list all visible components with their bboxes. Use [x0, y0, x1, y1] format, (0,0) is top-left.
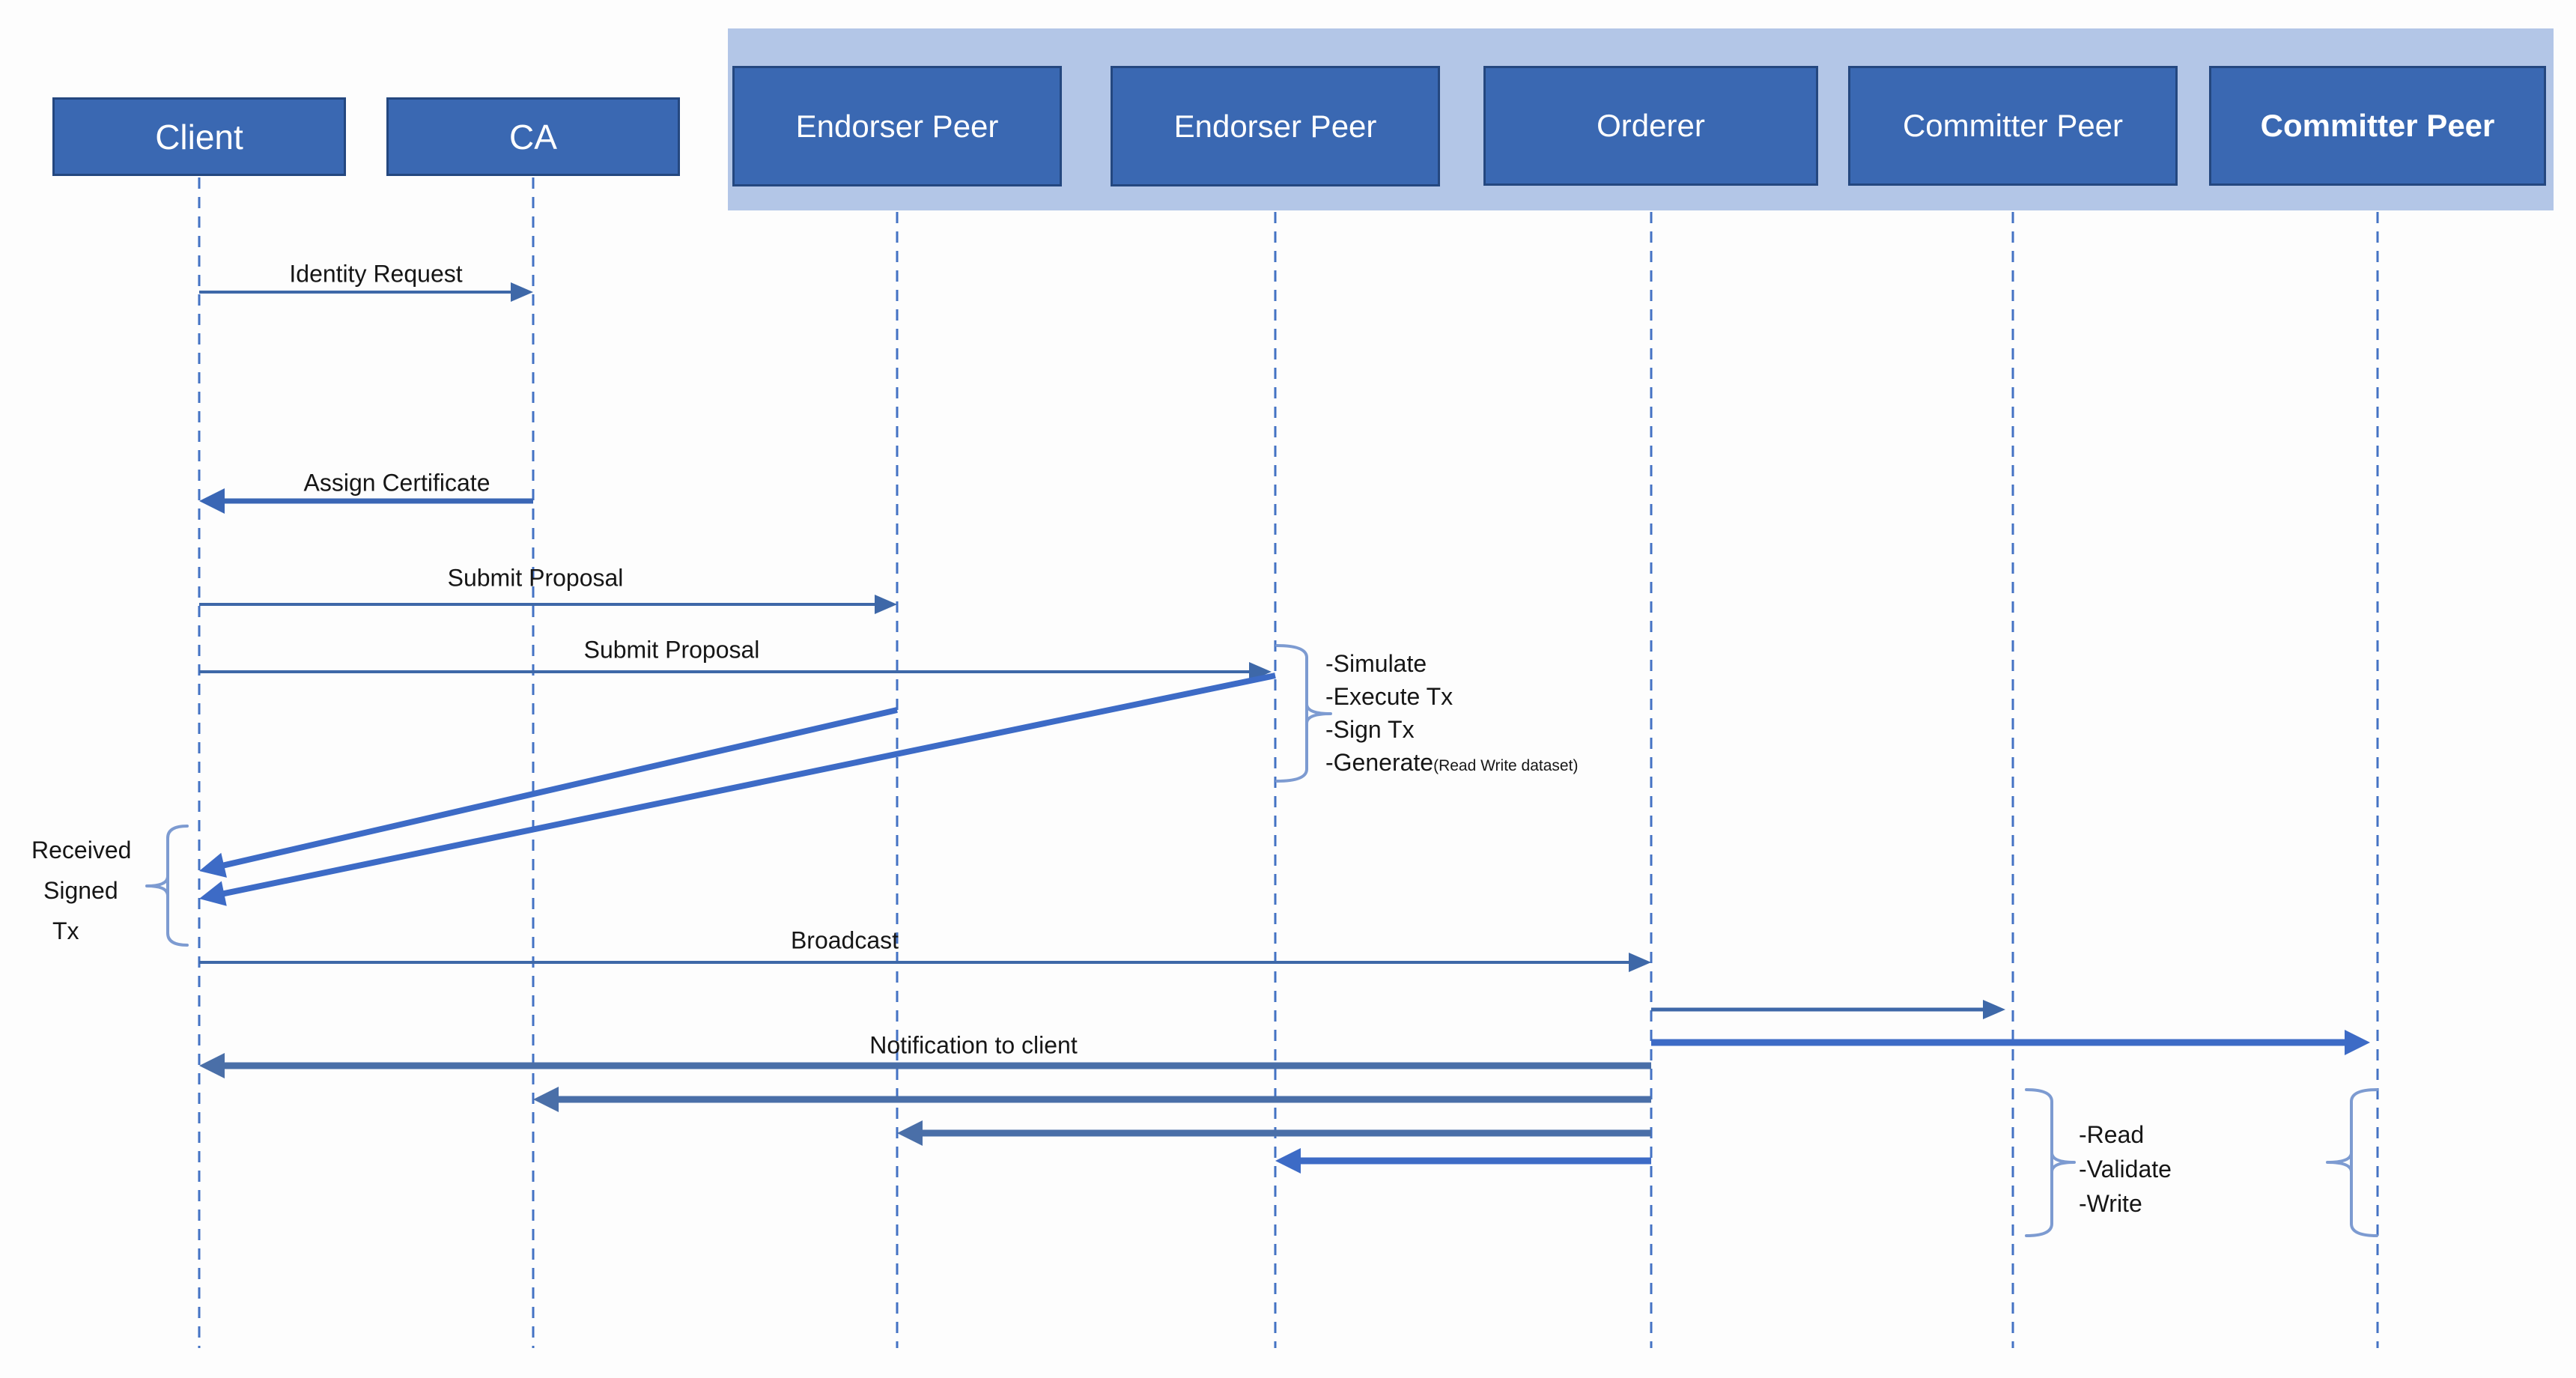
annotation-text: -Generate	[1325, 749, 1434, 776]
actor-box-endorser-peer-2: Endorser Peer	[1111, 66, 1440, 186]
bracket-tick-committer-actions-brace-right	[2326, 1151, 2353, 1174]
annotation-line: -Validate	[2079, 1152, 2172, 1186]
annotation-text: -Write	[2079, 1190, 2142, 1217]
annotation-line: Received	[31, 830, 131, 870]
annotation-line: -Read	[2079, 1117, 2172, 1152]
annotation-text: -Read	[2079, 1121, 2145, 1148]
arrowhead-broadcast	[1629, 953, 1651, 972]
actor-box-orderer: Orderer	[1483, 66, 1818, 186]
actor-box-ca: CA	[386, 97, 680, 176]
actor-label: Committer Peer	[2260, 108, 2495, 143]
arrowhead-signed-tx-return-ep1	[199, 852, 227, 878]
annotation-endorser-actions: -Simulate -Execute Tx -Sign Tx -Generate(Re…	[1325, 647, 1578, 783]
annotation-text: -Validate	[2079, 1156, 2172, 1183]
actor-box-client: Client	[52, 97, 346, 176]
message-label-broadcast: Broadcast	[790, 926, 899, 954]
annotation-text: Received	[31, 837, 132, 863]
annotation-line: Tx	[31, 911, 131, 951]
message-label-assign-certificate: Assign Certificate	[303, 469, 490, 497]
message-label-submit-proposal-1: Submit Proposal	[447, 564, 624, 592]
arrowhead-orderer-to-endorser2	[1275, 1148, 1301, 1174]
actor-box-committer-peer-1: Committer Peer	[1848, 66, 2178, 186]
arrowhead-submit-proposal-2	[1249, 662, 1272, 682]
bracket-committer-actions-brace-right	[2350, 1088, 2378, 1237]
annotation-text: Tx	[52, 917, 79, 944]
bracket-tick-endorser-actions-brace	[1305, 702, 1332, 725]
message-label-submit-proposal-2: Submit Proposal	[583, 636, 760, 664]
message-label-identity-request: Identity Request	[289, 260, 463, 288]
annotation-line: Signed	[31, 870, 131, 911]
bracket-endorser-actions-brace	[1275, 644, 1308, 783]
arrowhead-orderer-to-committer2	[2345, 1030, 2370, 1055]
bracket-tick-received-signed-tx-brace	[145, 875, 169, 897]
annotation-line: -Simulate	[1325, 647, 1578, 680]
message-label-notification-to-client: Notification to client	[869, 1031, 1078, 1059]
bracket-committer-actions-brace-left	[2025, 1088, 2053, 1237]
arrowhead-orderer-to-ca	[533, 1087, 559, 1112]
bracket-tick-committer-actions-brace-left	[2050, 1151, 2076, 1174]
annotation-text: -Simulate	[1325, 650, 1427, 677]
arrowhead-identity-request	[511, 282, 533, 302]
arrowhead-orderer-to-committer1	[1983, 1000, 2005, 1019]
annotation-text: -Execute Tx	[1325, 683, 1453, 710]
actor-box-endorser-peer-1: Endorser Peer	[732, 66, 1062, 186]
annotation-line: -Sign Tx	[1325, 713, 1578, 746]
message-line-signed-tx-return-ep1	[212, 707, 898, 871]
arrowhead-orderer-to-endorser1	[897, 1120, 923, 1146]
actor-label: CA	[509, 117, 557, 157]
actor-label: Orderer	[1597, 108, 1705, 143]
arrowhead-submit-proposal-1	[875, 595, 897, 614]
annotation-text: Signed	[43, 877, 118, 904]
arrowhead-assign-certificate	[199, 488, 225, 514]
actor-box-committer-peer-2: Committer Peer	[2209, 66, 2546, 186]
message-line-signed-tx-return-ep2	[212, 673, 1276, 899]
annotation-suffix-text: (Read Write dataset)	[1433, 757, 1579, 774]
actor-label: Committer Peer	[1902, 108, 2124, 143]
arrowhead-signed-tx-return-ep2	[199, 881, 227, 906]
annotation-committer-actions: -Read -Validate -Write	[2079, 1117, 2172, 1221]
actor-label: Endorser Peer	[1173, 108, 1377, 144]
bracket-received-signed-tx-brace	[166, 825, 189, 947]
actor-label: Client	[155, 117, 243, 157]
actor-label: Endorser Peer	[795, 108, 999, 144]
annotation-text: -Sign Tx	[1325, 716, 1415, 743]
annotation-line: -Generate(Read Write dataset)	[1325, 746, 1578, 783]
annotation-line: -Execute Tx	[1325, 680, 1578, 713]
arrowhead-notification-to-client	[199, 1053, 225, 1078]
annotation-line: -Write	[2079, 1186, 2172, 1221]
